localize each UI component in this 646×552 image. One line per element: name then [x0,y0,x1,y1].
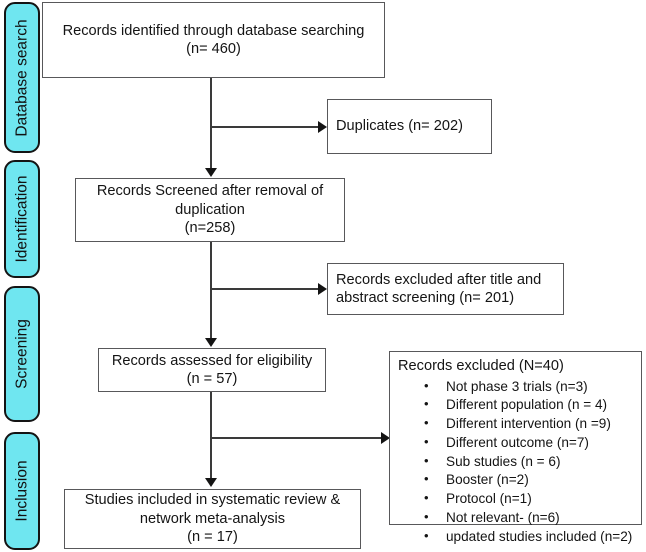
box-records-screened: Records Screened after removal of duplic… [75,178,345,242]
text-line: Duplicates (n= 202) [336,118,463,135]
box-duplicates: Duplicates (n= 202) [327,99,492,154]
connector-vertical-screened-eligibility [210,242,212,341]
text-line: Records assessed for eligibility [111,352,313,369]
arrowhead-right-to-excluded-title [318,283,327,295]
exclusion-item: Sub studies (n = 6) [394,452,637,472]
exclusion-item: Not phase 3 trials (n=3) [394,377,637,397]
arrowhead-right-to-duplicates [318,121,327,133]
exclusion-item: Different intervention (n =9) [394,414,637,434]
text-line: (n= 460) [186,41,241,57]
box-studies-included: Studies included in systematic review & … [64,489,361,549]
stage-pill-screening: Screening [4,286,40,422]
connector-vertical-identified-screened [210,78,212,171]
connector-vertical-eligibility-included [210,392,212,481]
text-line: Studies included in systematic review & [84,492,341,509]
arrowhead-down-to-included [205,478,217,487]
box-records-screened-text: Records Screened after removal of duplic… [89,182,331,237]
text-line: (n=258) [184,220,236,237]
text-line: Records excluded after title and [336,271,542,288]
arrowhead-down-to-eligibility [205,338,217,347]
exclusions-heading: Records excluded (N=40) [398,358,564,374]
arrowhead-right-to-exclusions [381,432,390,444]
stage-pill-identification: Identification [4,160,40,278]
connector-horizontal-to-excluded-title [211,288,321,290]
text-line: Records Screened after removal of [96,183,324,200]
arrowhead-down-to-screened [205,168,217,177]
text-line: (n = 17) [187,529,238,546]
box-records-assessed-eligibility: Records assessed for eligibility (n = 57… [98,348,326,392]
exclusion-item: updated studies included (n=2) [394,527,637,547]
exclusion-item: Not relevant- (n=6) [394,508,637,528]
stage-pill-label: Inclusion [13,460,31,522]
box-studies-included-text: Studies included in systematic review & … [77,491,349,546]
text-line: network meta-analysis [139,510,286,527]
box-records-excluded-list: Records excluded (N=40) Not phase 3 tria… [389,351,642,544]
connector-horizontal-to-duplicates [211,126,321,128]
stage-pill-inclusion: Inclusion [4,432,40,550]
exclusions-list: Not phase 3 trials (n=3) Different popul… [394,377,637,547]
stage-pill-label: Screening [13,319,31,389]
box-excluded-title-abstract: Records excluded after title and abstrac… [327,263,564,315]
exclusion-item: Protocol (n=1) [394,489,637,509]
stage-pill-label: Database search [13,18,31,137]
text-line: (n = 57) [186,371,238,387]
stage-pill-database-search: Database search [4,2,40,153]
box-duplicates-text: Duplicates (n= 202) [328,117,471,135]
connector-horizontal-to-exclusions [211,437,384,439]
box-records-identified-text: Records identified through database sear… [55,22,373,59]
exclusion-item: Different population (n = 4) [394,395,637,415]
text-line: abstract screening (n= 201) [336,290,515,306]
stage-pill-label: Identification [13,175,31,263]
box-records-assessed-eligibility-text: Records assessed for eligibility (n = 57… [104,352,320,389]
exclusion-item: Different outcome (n=7) [394,433,637,453]
box-records-identified: Records identified through database sear… [42,2,385,78]
box-excluded-title-abstract-text: Records excluded after title and abstrac… [328,271,549,308]
exclusion-item: Booster (n=2) [394,470,637,490]
text-line: duplication [175,201,245,218]
text-line: Records identified through database sear… [62,22,365,39]
